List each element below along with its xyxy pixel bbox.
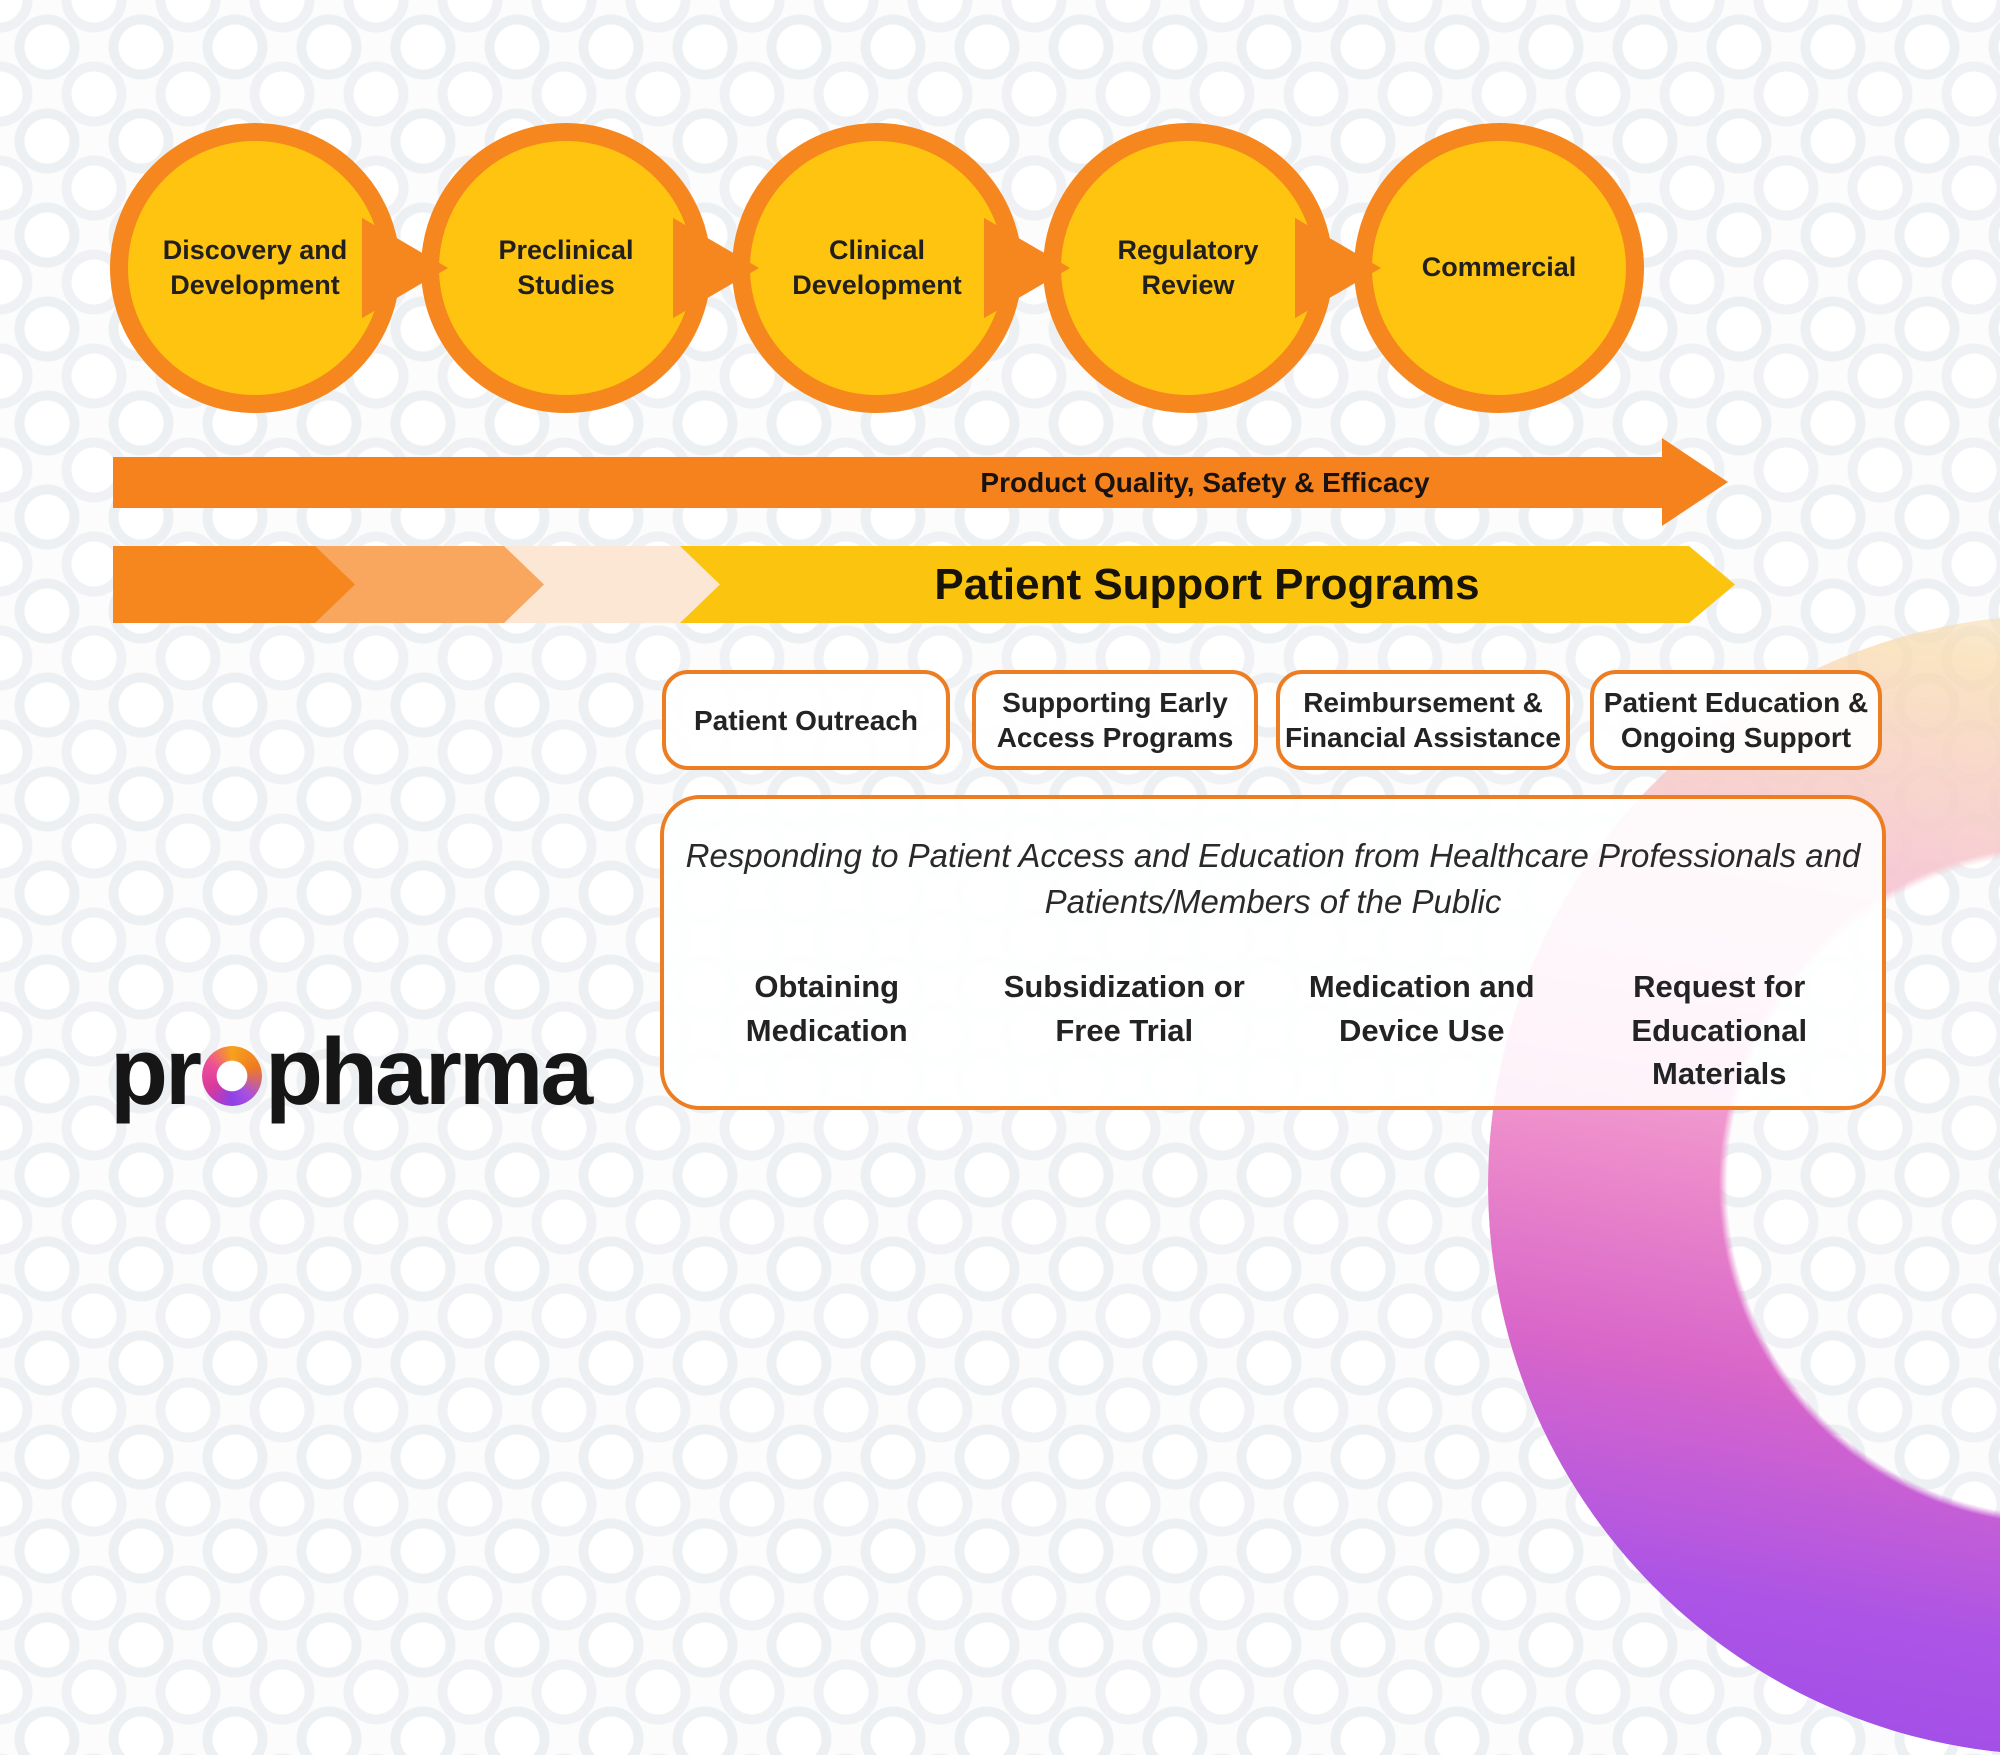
stage-label: Discovery and Development xyxy=(162,234,348,300)
heading-line-2: Patients/Members of the Public xyxy=(1044,883,1502,921)
patient-support-arrow-label: Patient Support Programs xyxy=(934,560,1480,609)
program-label: Patient Outreach xyxy=(693,704,919,736)
response-panel-heading: Responding to Patient Access and Educati… xyxy=(664,833,1882,925)
stage-label: Preclinical Studies xyxy=(498,234,634,300)
program-label: Supporting Early Access Programs xyxy=(996,687,1234,753)
stage-label: Commercial xyxy=(1421,252,1577,283)
stage-preclinical-studies: Preclinical Studies xyxy=(421,123,711,413)
panel-item-medication-device-use: Medication and Device Use xyxy=(1308,969,1535,1048)
gradient-ring-decoration xyxy=(1488,615,2000,1755)
quality-arrowhead-icon xyxy=(1662,438,1728,526)
program-label: Patient Education & Ongoing Support xyxy=(1603,687,1869,753)
stage-discovery-development: Discovery and Development xyxy=(110,123,400,413)
patient-support-arrow-bar: Patient Support Programs xyxy=(113,546,1735,623)
panel-item-obtaining-medication: Obtaining Medication xyxy=(745,969,908,1048)
response-panel: Responding to Patient Access and Educati… xyxy=(660,795,1886,1110)
quality-arrow-label: Product Quality, Safety & Efficacy xyxy=(980,467,1430,498)
logo-ring-icon xyxy=(202,1045,262,1106)
heading-line-1: Responding to Patient Access and Educati… xyxy=(685,837,1861,874)
stage-regulatory-review: Regulatory Review xyxy=(1043,123,1333,413)
program-box-reimbursement: Reimbursement & Financial Assistance xyxy=(1276,670,1570,770)
program-label: Reimbursement & Financial Assistance xyxy=(1285,687,1561,753)
stage-label: Clinical Development xyxy=(792,234,962,300)
quality-arrow-bar: Product Quality, Safety & Efficacy xyxy=(113,457,1668,508)
program-box-patient-outreach: Patient Outreach xyxy=(662,670,950,770)
panel-item-educational-materials: Request for Educational Materials xyxy=(1631,969,1808,1092)
stage-label: Regulatory Review xyxy=(1117,234,1259,300)
panel-item-subsidization: Subsidization or Free Trial xyxy=(1003,969,1245,1048)
propharma-logo: pr pharma xyxy=(110,1018,593,1127)
logo-text-suffix: pharma xyxy=(265,1019,593,1125)
logo-text-prefix: pr xyxy=(110,1019,202,1125)
program-box-patient-education: Patient Education & Ongoing Support xyxy=(1590,670,1882,770)
stage-clinical-development: Clinical Development xyxy=(732,123,1022,413)
program-box-early-access: Supporting Early Access Programs xyxy=(972,670,1258,770)
response-panel-items: Obtaining Medication Subsidization or Fr… xyxy=(664,965,1882,1095)
stage-commercial: Commercial xyxy=(1354,123,1644,413)
gradient-chevron-icon xyxy=(113,546,355,623)
